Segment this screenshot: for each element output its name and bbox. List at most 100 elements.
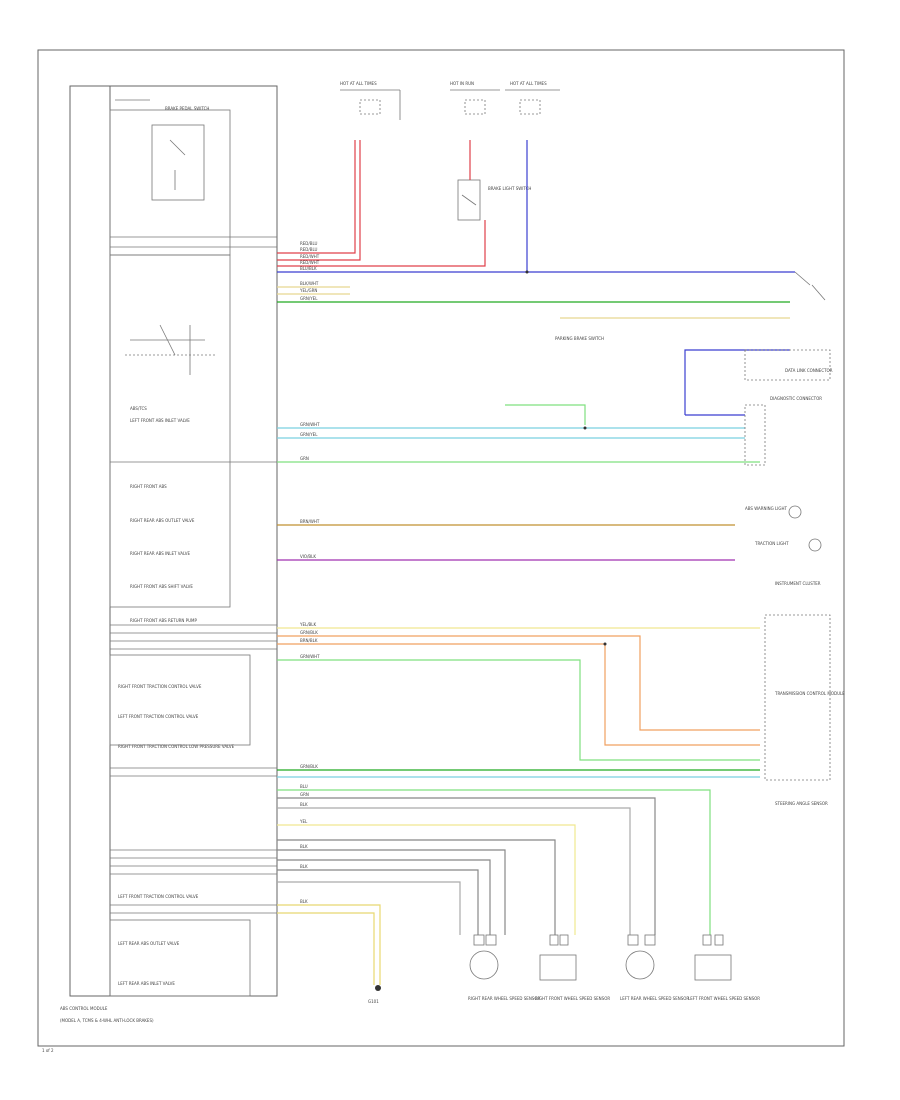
wire-green-3 <box>277 659 760 761</box>
wire-label-2: RED/WHT <box>300 254 320 259</box>
module-note: (MODEL A, TCMS & 4-WHL ANTI-LOCK BRAKES) <box>60 1018 154 1023</box>
parking-brake-label: PARKING BRAKE SWITCH <box>555 336 604 341</box>
brake-light-switch <box>457 179 481 221</box>
accel-sensor-label: STEERING ANGLE SENSOR <box>775 801 828 806</box>
wire-red-2 <box>277 140 361 261</box>
wire-label-10: GRN <box>300 456 309 461</box>
fuse-label-0: HOT AT ALL TIMES <box>340 81 377 86</box>
wire-gray-1 <box>277 797 656 935</box>
wire-yellow-5 <box>277 824 576 935</box>
wire-red-1 <box>277 140 356 254</box>
wire-gray-5 <box>277 859 491 935</box>
wire-gray-6 <box>277 869 479 935</box>
diag-connector-label: DIAGNOSTIC CONNECTOR <box>770 396 822 401</box>
instrument-cluster-label: INSTRUMENT CLUSTER <box>775 581 821 586</box>
ground-point <box>375 985 381 991</box>
module-internal-lines <box>110 236 277 914</box>
wire-label-16: GRN/WHT <box>300 654 320 659</box>
splice-3 <box>603 642 607 646</box>
wire-label-9: GRN/YEL <box>300 432 318 437</box>
wire-label-11: BRN/WHT <box>300 519 320 524</box>
wire-label-22: BLK <box>300 844 308 849</box>
traction-light-label: TRACTION LIGHT <box>754 541 789 546</box>
wire-label-3: RED/WHT <box>300 260 320 265</box>
data-link-connector <box>744 349 831 381</box>
wire-label-24: BLK <box>300 899 308 904</box>
module-label-12: LEFT REAR ABS OUTLET VALVE <box>118 941 180 946</box>
data-link-label: DATA LINK CONNECTOR <box>785 368 833 373</box>
wire-gray-3 <box>277 839 556 935</box>
module-label-0: BRAKE PEDAL SWITCH <box>165 106 209 111</box>
abs-warning-label: ABS WARNING LIGHT <box>745 506 788 511</box>
abs-relay-symbol <box>125 324 215 375</box>
wire-blue-3 <box>684 349 790 415</box>
module-label-4: RIGHT REAR ABS OUTLET VALVE <box>130 518 195 523</box>
wire-label-1: RED/BLU <box>300 247 318 252</box>
module-subbox-valves <box>109 254 231 608</box>
module-label-2: LEFT FRONT ABS INLET VALVE <box>130 418 190 423</box>
module-label-9: LEFT FRONT TRACTION CONTROL VALVE <box>118 714 199 719</box>
wire-gray-7 <box>277 881 461 935</box>
wire-gray-4 <box>277 849 506 935</box>
wire-orange-1 <box>277 635 760 731</box>
wire-label-18: BLU <box>300 784 308 789</box>
wire-label-6: YEL/GRN <box>299 288 317 293</box>
wire-red-3 <box>277 220 486 267</box>
module-subbox-rear <box>109 919 251 997</box>
parking-brake-switch <box>794 271 826 301</box>
wire-label-19: GRN <box>300 792 309 797</box>
fuse-2 <box>450 89 500 115</box>
sensor-lf <box>694 934 732 981</box>
wire-yellow-ground <box>277 904 381 985</box>
module-label-1: ABS/TCS <box>130 406 147 411</box>
wire-gray-2 <box>277 807 631 935</box>
wire-yellow-ground-2 <box>277 912 375 985</box>
wire-lgreen-5 <box>277 789 711 935</box>
wire-label-12: VIO/BLK <box>300 554 316 559</box>
transmission-module-box <box>764 614 831 781</box>
wire-label-20: BLK <box>300 802 308 807</box>
wires <box>277 140 795 985</box>
splice-2 <box>583 426 587 430</box>
wire-label-7: GRN/YEL <box>300 296 318 301</box>
sensor-rr <box>469 934 499 980</box>
corner-label: 1 of 2 <box>42 1048 54 1053</box>
sensor-rr-label: RIGHT REAR WHEEL SPEED SENSOR <box>468 996 540 1001</box>
wire-label-8: GRN/WHT <box>300 422 320 427</box>
sensor-lr-label: LEFT REAR WHEEL SPEED SENSOR <box>620 996 689 1001</box>
wire-label-21: YEL <box>299 819 308 824</box>
fuse-3 <box>505 89 560 115</box>
abs-warning-light <box>788 505 802 519</box>
sensor-lr <box>625 934 656 980</box>
wire-label-17: GRN/BLK <box>300 764 318 769</box>
module-label-10: RIGHT FRONT TRACTION CONTROL LOW PRESSUR… <box>118 744 235 749</box>
traction-light <box>808 538 822 552</box>
wire-label-15: BRN/BLK <box>300 638 318 643</box>
wire-lgreen-1 <box>505 404 586 425</box>
module-subbox-traction <box>109 654 251 746</box>
fuse-1 <box>340 89 401 120</box>
sensor-rf <box>539 934 577 981</box>
splice-1 <box>525 270 529 274</box>
wire-label-13: YEL/BLK <box>299 622 317 627</box>
module-label-5: RIGHT REAR ABS INLET VALVE <box>130 551 190 556</box>
wire-label-5: BLK/WHT <box>300 281 319 286</box>
wire-orange-2 <box>277 643 760 746</box>
sensor-lf-label: LEFT FRONT WHEEL SPEED SENSOR <box>688 996 760 1001</box>
brake-pedal-switch-symbol <box>115 99 205 201</box>
module-label-7: RIGHT FRONT ABS RETURN PUMP <box>130 618 197 623</box>
ground-label: G101 <box>368 999 379 1004</box>
module-label-6: RIGHT FRONT ABS SHIFT VALVE <box>130 584 193 589</box>
wire-label-0: RED/BLU <box>300 241 318 246</box>
fuse-label-1: HOT IN RUN <box>450 81 474 86</box>
wire-label-4: BLU/BLK <box>300 266 317 271</box>
sensor-rf-label: RIGHT FRONT WHEEL SPEED SENSOR <box>535 996 610 1001</box>
abs-control-module <box>69 85 278 997</box>
module-label-11: LEFT FRONT TRACTION CONTROL VALVE <box>118 894 199 899</box>
module-label-13: LEFT REAR ABS INLET VALVE <box>118 981 175 986</box>
brake-switch-label: BRAKE LIGHT SWITCH <box>488 186 531 191</box>
module-label-3: RIGHT FRONT ABS <box>130 484 167 489</box>
wire-label-14: GRN/BLK <box>300 630 318 635</box>
wire-label-23: BLK <box>300 864 308 869</box>
diagnostic-connector-box <box>744 404 766 466</box>
